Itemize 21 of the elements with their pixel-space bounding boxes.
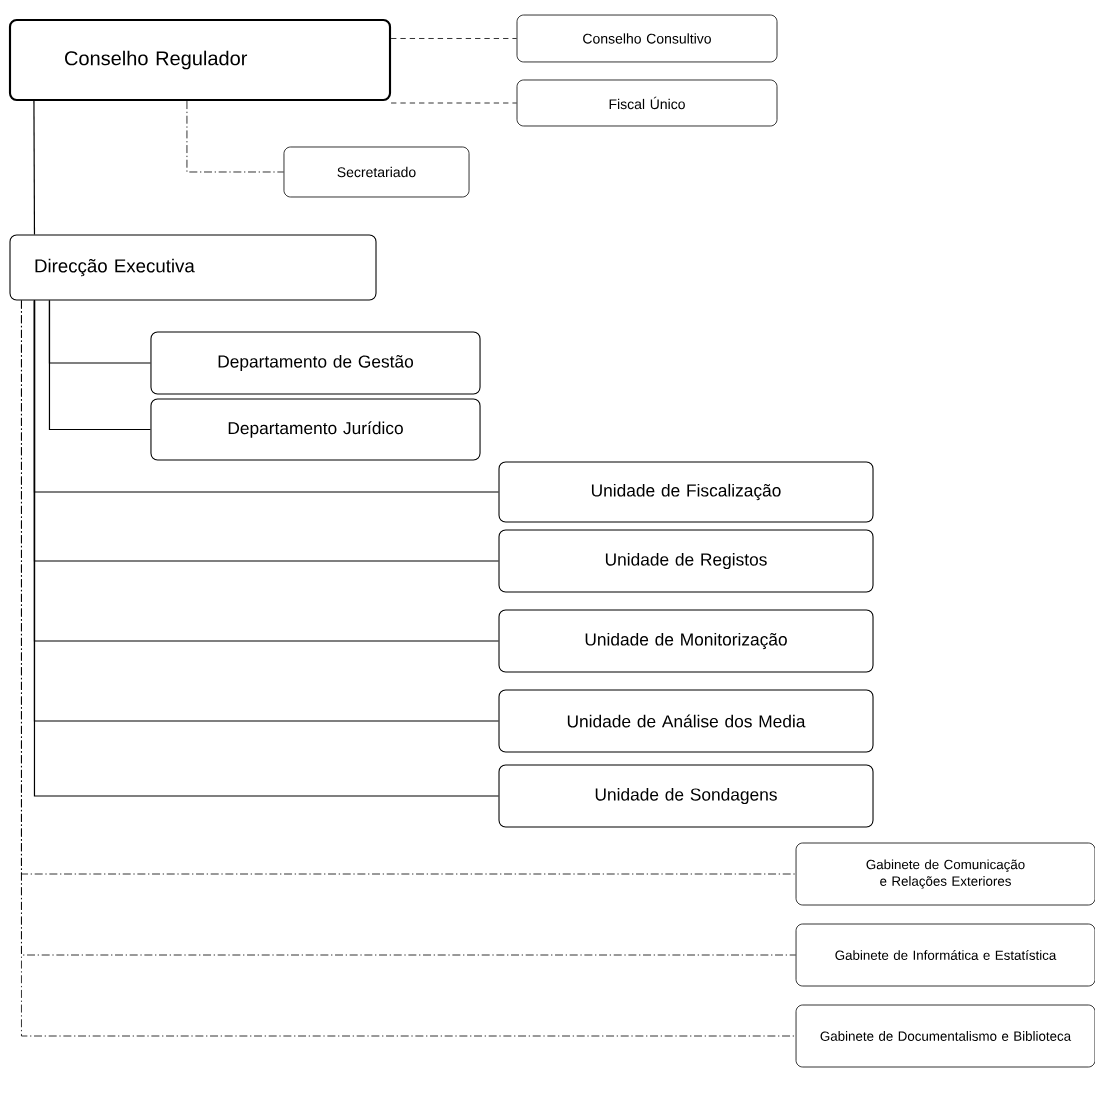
org-box: Departamento de Gestão — [150, 331, 481, 395]
connector-line — [390, 38, 517, 39]
org-box: Unidade de Análise dos Media — [498, 689, 874, 753]
org-box: Gabinete de Informática e Estatística — [795, 923, 1095, 987]
org-box: Fiscal Único — [516, 79, 778, 127]
connector-line — [33, 100, 36, 236]
connector-line — [390, 102, 517, 104]
org-box: Direcção Executiva — [9, 234, 377, 301]
connector-line — [33, 299, 500, 797]
org-box: Unidade de Monitorização — [498, 609, 874, 673]
org-box: Unidade de Sondagens — [498, 764, 874, 828]
org-box: Gabinete de Comunicação e Relações Exteriores — [795, 842, 1095, 906]
org-box: Conselho Consultivo — [516, 14, 778, 63]
org-box: Gabinete de Documentalismo e Biblioteca — [795, 1004, 1095, 1068]
org-box: Departamento Jurídico — [150, 398, 481, 461]
org-box: Unidade de Registos — [498, 529, 874, 593]
connector-line — [48, 299, 152, 431]
org-box: Conselho Regulador — [8, 18, 392, 102]
org-box: Secretariado — [283, 146, 470, 198]
org-box: Unidade de Fiscalização — [498, 461, 874, 523]
connector-line — [186, 100, 284, 173]
